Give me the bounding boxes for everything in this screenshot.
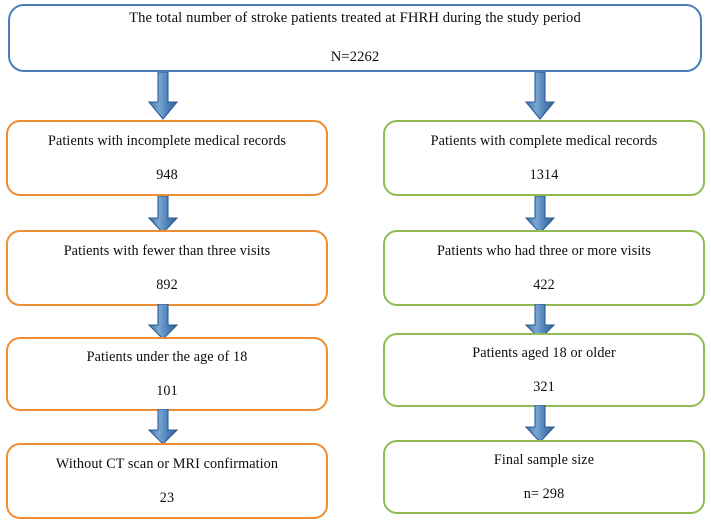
node-label: Patients with complete medical records [430,132,658,149]
node-label: Patients with incomplete medical records [47,132,287,149]
flowchart-node-fewer-than-three-visits: Patients with fewer than three visits 89… [6,230,328,306]
down-block-arrow-icon-excluded-1-to-2 [147,196,179,234]
node-label: Patients aged 18 or older [472,344,616,361]
node-label: Final sample size [493,451,595,468]
node-count: N=2262 [330,49,380,65]
down-block-arrow-icon-included-1-to-2 [524,196,556,234]
node-count: 1314 [529,167,559,183]
down-block-arrow-icon-included-2-to-3 [524,304,556,340]
down-block-arrow-icon-root-to-included-1 [524,72,556,120]
node-count: 948 [156,167,178,183]
node-label: Without CT scan or MRI confirmation [55,455,279,472]
flowchart-node-aged-18-or-older: Patients aged 18 or older 321 [383,333,705,407]
flowchart-node-three-or-more-visits: Patients who had three or more visits 42… [383,230,705,306]
flowchart-node-incomplete-medical-records: Patients with incomplete medical records… [6,120,328,196]
down-block-arrow-icon-excluded-3-to-4 [147,409,179,445]
node-label: Patients with fewer than three visits [63,242,271,259]
node-count: n= 298 [523,486,565,502]
node-count: 321 [533,379,555,395]
down-block-arrow-icon-root-to-excluded-1 [147,72,179,120]
flowchart-node-total-stroke-patients: The total number of stroke patients trea… [8,4,702,72]
node-count: 101 [156,383,178,399]
node-label: Patients who had three or more visits [436,242,652,259]
node-count: 892 [156,277,178,293]
flowchart-node-final-sample-size: Final sample size n= 298 [383,440,705,514]
flowchart-node-complete-medical-records: Patients with complete medical records 1… [383,120,705,196]
node-label: The total number of stroke patients trea… [129,10,581,27]
flowchart-node-without-ct-or-mri: Without CT scan or MRI confirmation 23 [6,443,328,519]
down-block-arrow-icon-included-3-to-4 [524,405,556,443]
node-count: 422 [533,277,555,293]
node-count: 23 [159,490,175,506]
node-label: Patients under the age of 18 [86,348,248,365]
flowchart-node-under-age-18: Patients under the age of 18 101 [6,337,328,411]
down-block-arrow-icon-excluded-2-to-3 [147,304,179,340]
